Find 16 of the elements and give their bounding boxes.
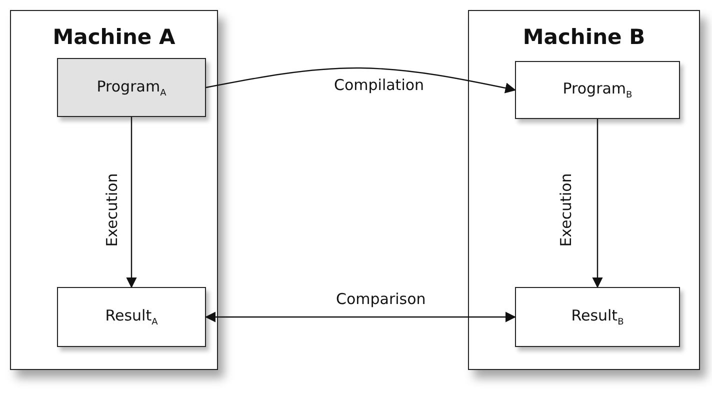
box-label: Result$_{A}$ [104,306,159,328]
arrow [592,119,603,288]
process-box [515,287,680,347]
box-label: Program$_{B}$ [562,80,634,100]
process-box [57,287,206,347]
arrow [126,117,137,288]
panel-title: Machine B [522,25,646,49]
box-label: Result$_{B}$ [570,306,625,328]
panel-title: Machine A [52,25,176,49]
process-box [57,58,206,117]
box-label: Program$_{A}$ [96,77,168,98]
machine-panel [10,10,218,370]
machine-panel [468,10,700,370]
arrow [204,312,516,322]
process-box [515,61,680,119]
arrow [206,67,516,94]
